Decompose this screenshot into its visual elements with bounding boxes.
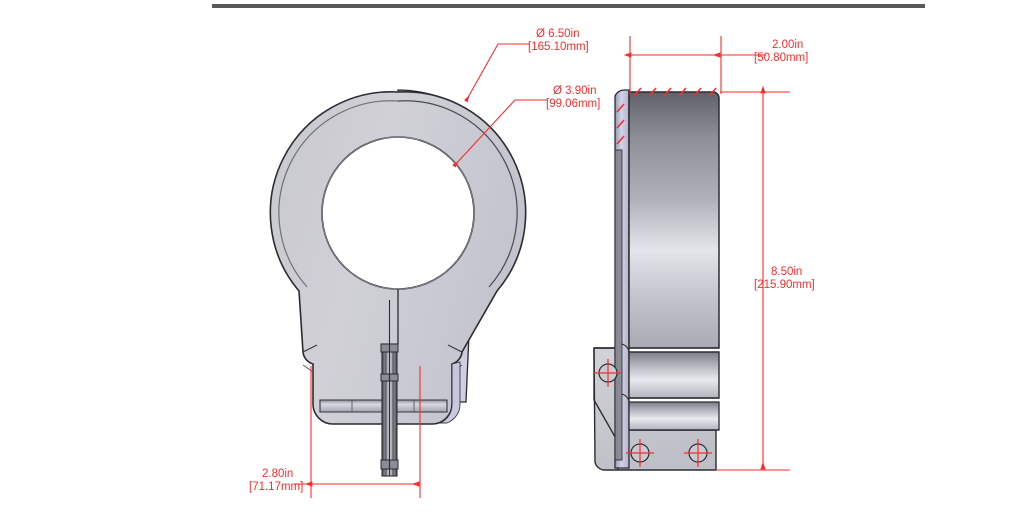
side-view-upper-body — [628, 91, 720, 349]
front-view-through-bolt — [380, 300, 399, 477]
dim-inner-diameter-text-line1: Ø 3.90in — [553, 85, 596, 97]
dim-tab-width-28in-text-line2: [71.17mm] — [249, 481, 303, 493]
front-view — [269, 89, 527, 477]
dimension-texts: Ø 6.50in [165.10mm] Ø 3.90in [99.06mm] 2… — [249, 28, 815, 493]
dim-width-2in-text-line1: 2.00in — [772, 39, 803, 51]
dim-inner-diameter-text-line2: [99.06mm] — [546, 98, 600, 110]
bolt-hole-centermark-lower-right — [684, 439, 712, 467]
dim-width-2in-text-line2: [50.80mm] — [754, 52, 808, 64]
bolt-hole-centermark-upper-left — [594, 359, 622, 387]
dimension-annotations — [294, 36, 790, 498]
side-view-lower-band — [628, 401, 720, 431]
bolt-hole-centermarks — [594, 359, 712, 467]
bolt-hole-centermark-lower-left — [626, 439, 654, 467]
dim-width-2in-lines[interactable] — [623, 36, 766, 94]
side-view-mid-band — [628, 351, 720, 399]
dim-inner-diameter-leader[interactable] — [452, 99, 547, 168]
dim-tab-width-28in-lines[interactable] — [294, 366, 421, 498]
front-view-bore — [321, 136, 475, 290]
dim-outer-diameter-text-line1: Ø 6.50in — [536, 28, 579, 40]
side-view — [593, 87, 720, 471]
header-rule — [212, 4, 925, 8]
dim-height-85in-text-line2: [215.90mm] — [754, 279, 815, 291]
dim-outer-diameter-leader[interactable] — [463, 43, 530, 103]
front-view-body — [269, 91, 527, 425]
dim-height-85in-lines[interactable] — [716, 85, 790, 471]
dim-tab-width-28in-text-line1: 2.80in — [262, 468, 293, 480]
dim-height-85in-text-line1: 8.50in — [771, 266, 802, 278]
dim-outer-diameter-text-line2: [165.10mm] — [528, 41, 589, 53]
section-hatch-top-edge — [616, 87, 717, 145]
